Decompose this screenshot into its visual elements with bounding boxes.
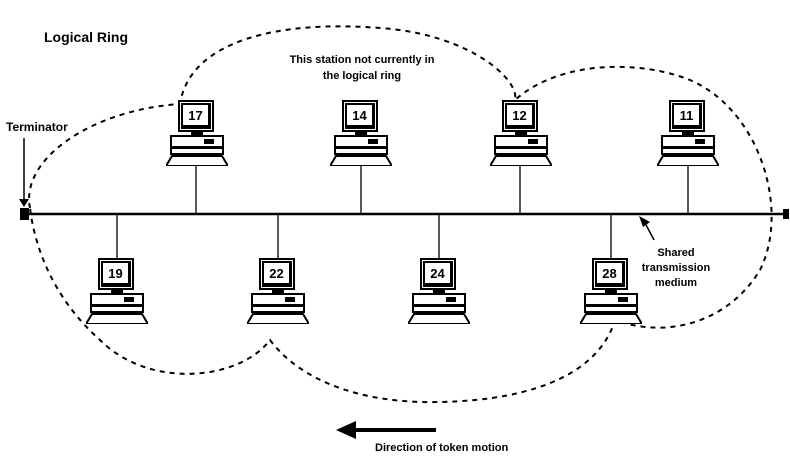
computer-icon bbox=[247, 258, 309, 324]
station-number: 22 bbox=[269, 266, 284, 281]
terminator-label: Terminator bbox=[6, 120, 68, 134]
station-22: 22 bbox=[247, 258, 309, 324]
station-number: 14 bbox=[352, 108, 367, 123]
direction-arrow-head bbox=[336, 421, 356, 439]
computer-icon bbox=[580, 258, 642, 324]
station-number: 28 bbox=[602, 266, 617, 281]
terminator-arrow-head bbox=[19, 199, 29, 207]
station-28: 28 bbox=[580, 258, 642, 324]
station-19: 19 bbox=[86, 258, 148, 324]
medium-line-1: Shared bbox=[657, 247, 695, 259]
note-line-2: the logical ring bbox=[322, 70, 402, 82]
station-number: 12 bbox=[512, 108, 527, 123]
station-12: 12 bbox=[490, 100, 552, 166]
station-number: 24 bbox=[430, 266, 445, 281]
diagram-title: Logical Ring bbox=[44, 29, 128, 45]
terminator-right bbox=[783, 209, 789, 219]
terminator-left bbox=[20, 208, 29, 220]
station-11: 11 bbox=[657, 100, 719, 166]
direction-label: Direction of token motion bbox=[375, 442, 509, 454]
station-14: 14 bbox=[330, 100, 392, 166]
station-17: 17 bbox=[166, 100, 228, 166]
station-number: 11 bbox=[679, 108, 694, 123]
medium-line-3: medium bbox=[654, 277, 698, 289]
medium-line-2: transmission bbox=[641, 262, 711, 274]
computer-icon bbox=[330, 100, 392, 166]
computer-icon bbox=[490, 100, 552, 166]
excluded-station-note: This station not currently in the logica… bbox=[262, 52, 462, 84]
medium-label: Shared transmission medium bbox=[630, 246, 722, 291]
station-number: 19 bbox=[108, 266, 123, 281]
station-number: 17 bbox=[188, 108, 203, 123]
station-24: 24 bbox=[408, 258, 470, 324]
computer-icon bbox=[657, 100, 719, 166]
computer-icon bbox=[166, 100, 228, 166]
computer-icon bbox=[86, 258, 148, 324]
computer-icon bbox=[408, 258, 470, 324]
medium-arrow-head bbox=[639, 216, 650, 227]
note-line-1: This station not currently in bbox=[289, 54, 435, 66]
